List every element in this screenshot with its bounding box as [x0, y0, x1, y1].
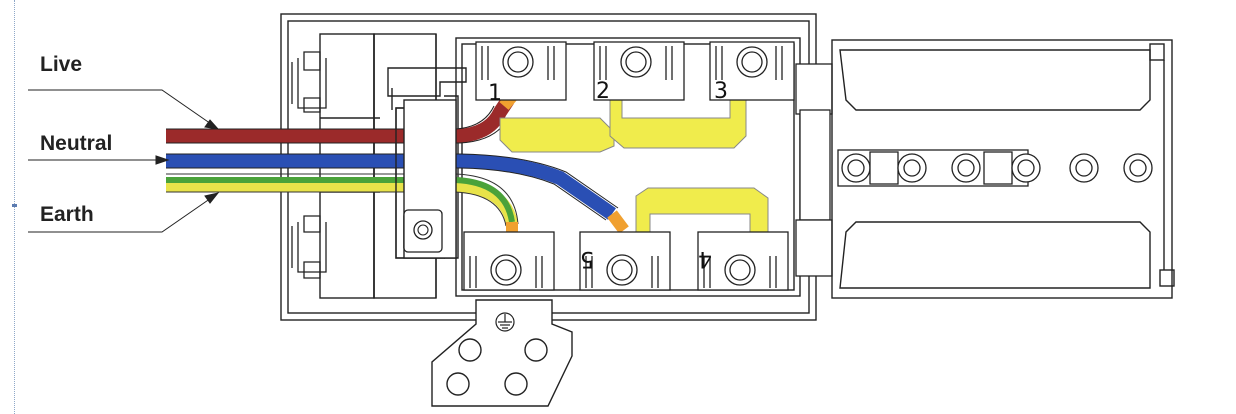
- ground-symbol-icon: [495, 312, 515, 332]
- terminal-number-1: 1: [488, 81, 502, 106]
- label-live: Live: [40, 53, 82, 76]
- cover-lid: [831, 39, 1175, 299]
- leader-lines: [28, 89, 220, 233]
- label-neutral: Neutral: [40, 132, 112, 155]
- terminal-number-3: 3: [714, 79, 728, 104]
- cable-clip-bottom: [291, 215, 327, 279]
- earth-bracket: [431, 299, 573, 407]
- clamp-screw-housing: [403, 209, 443, 253]
- clamp-screw: [413, 220, 433, 240]
- neutral-wire-outline: [166, 153, 619, 221]
- label-earth: Earth: [40, 203, 94, 226]
- page-edge-line: [14, 0, 15, 414]
- terminal-block-1: [475, 41, 567, 101]
- terminal-block-earth: [463, 231, 555, 291]
- neutral-wire: [166, 154, 616, 220]
- terminal-number-4: 4: [698, 246, 712, 271]
- live-wire: [166, 96, 514, 143]
- cover-pin-row: [837, 149, 1153, 187]
- cable-clip-top: [291, 51, 327, 113]
- terminal-block-4: [697, 231, 789, 291]
- link-plate-2-3: [609, 99, 747, 149]
- neutral-wire-tip: [607, 210, 629, 234]
- terminal-number-5: 5: [580, 246, 594, 271]
- terminal-block-3: [709, 41, 795, 101]
- link-plate-left: [499, 117, 615, 153]
- page-edge-marker: [12, 204, 17, 207]
- terminal-block-2: [593, 41, 685, 101]
- hinge: [795, 63, 833, 277]
- link-plate-5-4: [635, 187, 769, 233]
- terminal-number-2: 2: [596, 79, 610, 104]
- terminal-block-5: [579, 231, 671, 291]
